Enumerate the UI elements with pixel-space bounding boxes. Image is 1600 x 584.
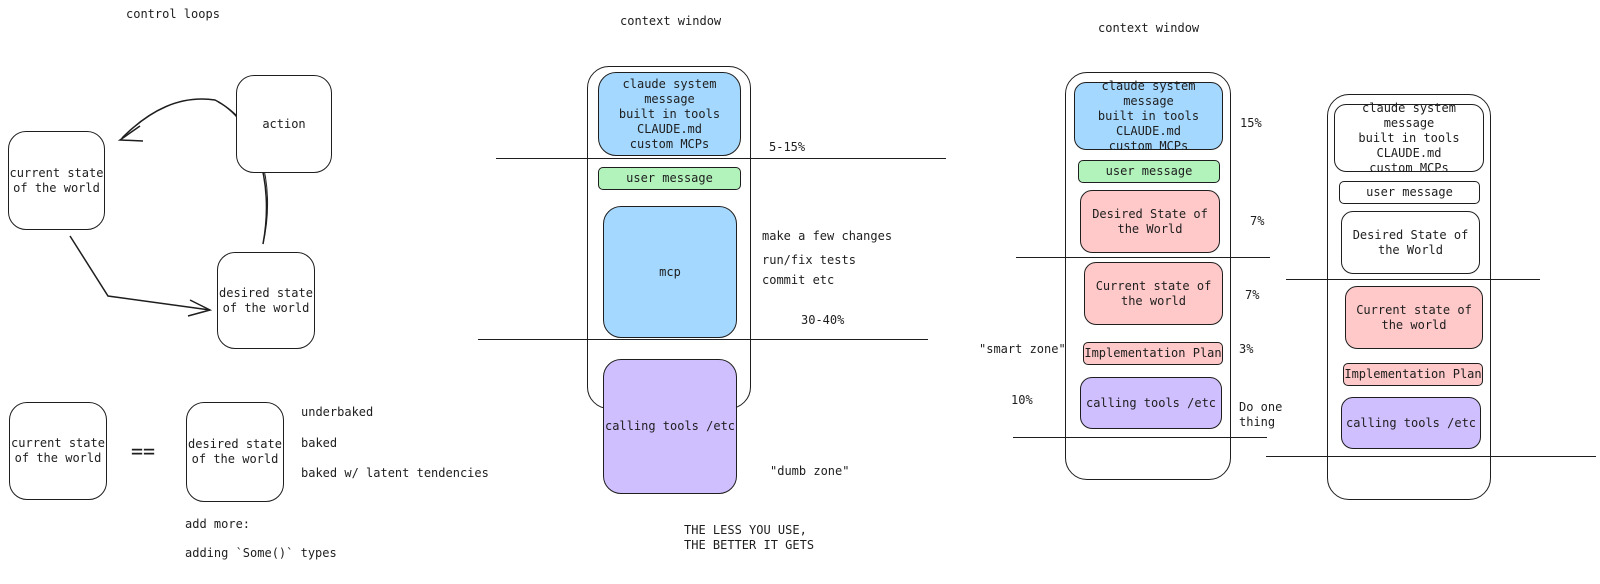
cw2-system-box: claude system message built in tools CLA… [1074,79,1223,153]
cw2-desired-pct: 7% [1250,214,1265,228]
cw1-note-changes: make a few changes [762,229,893,243]
cw1-divider-1 [496,158,946,159]
cw1-system-pct: 5-15% [769,140,806,154]
option-underbaked: underbaked [301,405,374,419]
cw2-do-one-thing: Do one thing [1239,400,1283,429]
action-box: action [236,75,332,173]
cw3-divider-1 [1286,279,1540,280]
cw1-note-commit: commit etc [762,273,835,287]
cw3-container [1327,94,1491,500]
cw2-system-pct: 15% [1240,116,1262,130]
eq-desired-state-box: desired state of the world [186,402,284,502]
eq-current-state-box: current state of the world [9,402,107,500]
cw3-system-box: claude system message built in tools CLA… [1334,101,1484,175]
cw1-mcp-box: mcp [603,206,737,338]
cw2-current-box: Current state of the world [1084,262,1223,325]
cw2-user-message: user message [1078,160,1220,183]
cw3-plan-box: Implementation Plan [1343,363,1483,386]
control-loops-title: control loops [126,7,220,21]
cw2-title: context window [1098,21,1200,35]
cw1-calling-tools: calling tools /etc [603,359,737,494]
cw2-calling-tools: calling tools /etc [1080,377,1222,429]
cw2-divider-2 [1013,437,1267,438]
cw1-dumb-zone: "dumb zone" [770,464,850,478]
add-more-label: add more: [185,517,251,531]
arrowhead [117,125,144,142]
cw1-title: context window [620,14,722,28]
cw2-desired-box: Desired State of the World [1080,190,1220,253]
desired-state-box: desired state of the world [217,252,315,349]
cw3-desired-box: Desired State of the World [1341,211,1480,274]
cw1-mcp-pct: 30-40% [801,313,845,327]
current-to-desired-arrow [69,235,211,311]
adding-some-label: adding `Some()` types [185,546,337,560]
cw1-divider-2 [478,339,928,340]
cw2-tools-pct: 10% [1011,393,1033,407]
cw2-smart-zone: "smart zone" [979,342,1066,356]
cw3-divider-2 [1266,456,1596,457]
cw2-plan-box: Implementation Plan [1083,342,1223,365]
cw1-footer: THE LESS YOU USE, THE BETTER IT GETS [684,523,815,552]
option-baked: baked [301,436,338,450]
equals-sign: == [131,439,156,463]
arrowhead [187,299,213,317]
cw3-user-message: user message [1339,181,1480,204]
cw2-plan-pct: 3% [1239,342,1254,356]
current-state-box: current state of the world [8,131,105,230]
cw2-container [1065,72,1231,480]
cw1-user-message: user message [598,167,741,190]
cw1-note-tests: run/fix tests [762,253,856,267]
cw2-current-pct: 7% [1245,288,1260,302]
option-baked-latent: baked w/ latent tendencies [301,466,489,480]
cw2-divider-1 [1016,257,1270,258]
cw1-system-box: claude system message built in tools CLA… [598,72,741,156]
cw3-current-box: Current state of the world [1345,286,1483,349]
cw3-calling-tools: calling tools /etc [1341,397,1481,449]
